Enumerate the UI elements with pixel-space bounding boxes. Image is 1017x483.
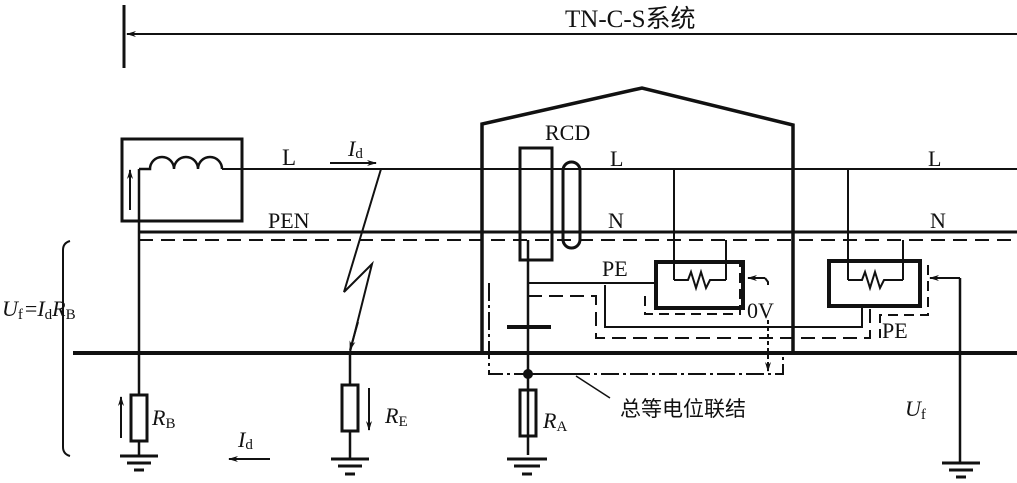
formula-uf-id-rb: Uf=IdRB xyxy=(2,296,76,323)
rcd-device xyxy=(518,146,582,262)
bonding-leader xyxy=(575,375,611,399)
label-0v: 0V xyxy=(747,298,774,323)
system-extent-arrow xyxy=(122,5,1017,68)
resistor-rb xyxy=(118,230,158,472)
building-outline xyxy=(480,86,795,353)
label-uf: Uf xyxy=(905,396,926,423)
system-title: TN-C-S系统 xyxy=(565,5,696,33)
bracket xyxy=(62,240,71,457)
label-l: L xyxy=(282,145,296,170)
label-n-right: N xyxy=(930,208,946,233)
resistor-re xyxy=(331,353,372,476)
label-l-building: L xyxy=(610,146,623,171)
heater-element-icon xyxy=(674,268,726,292)
label-pe-right: PE xyxy=(882,318,908,343)
heater-element-icon xyxy=(848,268,903,292)
resistor-ra xyxy=(507,388,547,476)
label-rcd: RCD xyxy=(545,120,590,145)
label-pe-left: PE xyxy=(602,256,628,281)
label-id-bottom: Id xyxy=(237,427,253,453)
label-l-right: L xyxy=(928,146,941,171)
label-re: RE xyxy=(384,403,408,430)
transformer-coil-icon xyxy=(139,155,224,171)
label-id-top: Id xyxy=(347,136,363,162)
label-equipotential-bonding: 总等电位联结 xyxy=(620,397,746,421)
appliance-2 xyxy=(827,169,980,479)
label-pen: PEN xyxy=(268,208,310,233)
label-rb: RB xyxy=(151,405,175,432)
label-ra: RA xyxy=(542,408,567,435)
rcd-toroid-icon xyxy=(561,160,582,250)
appliance-1 xyxy=(528,169,871,372)
label-n: N xyxy=(608,208,624,233)
transformer xyxy=(120,137,244,230)
fault-lightning-icon xyxy=(343,168,382,353)
